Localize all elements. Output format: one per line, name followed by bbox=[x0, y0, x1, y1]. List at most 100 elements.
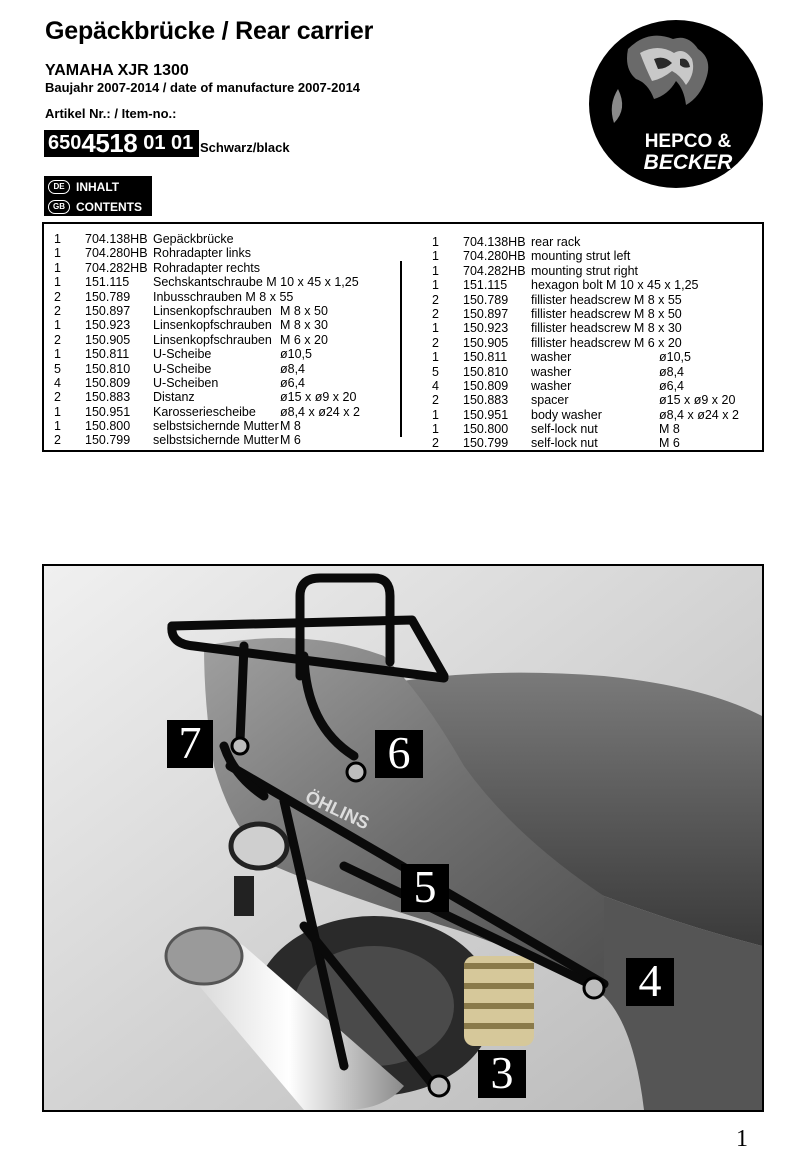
part-row: 5 150.810 washer ø8,4 bbox=[432, 365, 758, 379]
part-number: 150.905 bbox=[463, 335, 509, 350]
part-description: Rohradapter rechts bbox=[153, 260, 261, 275]
part-number: 150.951 bbox=[463, 407, 509, 422]
part-number: 704.282HB bbox=[85, 260, 148, 275]
column-divider bbox=[400, 261, 402, 437]
article-main: 4518 bbox=[81, 128, 138, 158]
part-qty: 2 bbox=[54, 303, 61, 318]
part-qty: 4 bbox=[54, 375, 61, 390]
part-qty: 1 bbox=[54, 318, 61, 333]
part-number: 150.799 bbox=[463, 436, 509, 451]
part-description: U-Scheibe bbox=[153, 361, 212, 376]
part-description: body washer bbox=[531, 407, 602, 422]
part-description: fillister headscrew M 8 x 55 bbox=[531, 292, 682, 307]
article-prefix: 650 bbox=[48, 132, 82, 154]
part-number: 150.897 bbox=[463, 306, 509, 321]
part-qty: 1 bbox=[54, 246, 61, 261]
part-description: hexagon bolt M 10 x 45 x 1,25 bbox=[531, 278, 699, 293]
part-number: 150.789 bbox=[463, 292, 509, 307]
part-size: M 8 bbox=[659, 422, 680, 437]
part-qty: 5 bbox=[54, 361, 61, 376]
part-qty: 5 bbox=[432, 364, 439, 379]
part-number: 704.280HB bbox=[85, 246, 148, 261]
motorcycle-rear-illustration: ÖHLINS bbox=[44, 566, 762, 1110]
part-size: ø8,4 bbox=[280, 361, 306, 376]
article-suffix: 01 01 bbox=[143, 132, 194, 154]
part-number: 150.951 bbox=[85, 404, 131, 419]
part-number: 150.800 bbox=[463, 422, 509, 437]
part-size: ø8,4 bbox=[659, 364, 685, 379]
article-number-label: Artikel Nr.: / Item-no.: bbox=[45, 106, 177, 121]
part-number: 150.923 bbox=[463, 321, 509, 336]
part-description: washer bbox=[531, 364, 572, 379]
part-size: M 8 bbox=[280, 419, 301, 434]
part-qty: 1 bbox=[432, 249, 439, 264]
callout-6: 6 bbox=[375, 730, 423, 778]
part-size: ø8,4 x ø24 x 2 bbox=[659, 407, 739, 422]
part-number: 704.280HB bbox=[463, 249, 526, 264]
part-qty: 1 bbox=[432, 350, 439, 365]
hepco-becker-logo: HEPCO & BECKER bbox=[589, 20, 763, 188]
contents-gb-label: CONTENTS bbox=[76, 200, 142, 214]
part-number: 150.810 bbox=[463, 364, 509, 379]
part-description: self-lock nut bbox=[531, 422, 598, 437]
part-number: 151.115 bbox=[85, 275, 130, 290]
part-description: Rohradapter links bbox=[153, 246, 251, 261]
part-qty: 1 bbox=[432, 235, 439, 249]
part-row: 1 704.280HB Rohradapter links bbox=[54, 246, 394, 260]
part-number: 150.809 bbox=[85, 375, 131, 390]
logo-line2: BECKER bbox=[644, 151, 734, 174]
part-size: M 8 x 50 bbox=[280, 303, 328, 318]
part-number: 150.811 bbox=[85, 347, 130, 362]
part-qty: 2 bbox=[54, 332, 61, 347]
part-description: Linsenkopfschrauben bbox=[153, 332, 272, 347]
part-size: ø15 x ø9 x 20 bbox=[659, 393, 736, 408]
part-size: M 6 bbox=[280, 433, 301, 448]
part-size: ø6,4 bbox=[280, 375, 306, 390]
part-description: Inbusschrauben M 8 x 55 bbox=[153, 289, 294, 304]
part-description: rear rack bbox=[531, 235, 581, 249]
part-number: 150.923 bbox=[85, 318, 131, 333]
part-size: ø8,4 x ø24 x 2 bbox=[280, 404, 360, 419]
callout-3: 3 bbox=[478, 1050, 526, 1098]
logo-line1: HEPCO & bbox=[645, 131, 732, 152]
part-qty: 2 bbox=[432, 393, 439, 408]
page-number: 1 bbox=[736, 1126, 748, 1152]
part-size: M 8 x 30 bbox=[280, 318, 328, 333]
part-size: ø15 x ø9 x 20 bbox=[280, 390, 357, 405]
callout-7: 7 bbox=[167, 720, 213, 768]
gb-flag-icon: GB bbox=[48, 200, 70, 214]
part-number: 704.282HB bbox=[463, 263, 526, 278]
part-qty: 2 bbox=[54, 433, 61, 448]
part-number: 150.883 bbox=[463, 393, 509, 408]
part-description: spacer bbox=[531, 393, 569, 408]
de-flag-icon: DE bbox=[48, 180, 70, 194]
part-description: Sechskantschraube M 10 x 45 x 1,25 bbox=[153, 275, 359, 290]
part-number: 150.897 bbox=[85, 303, 131, 318]
part-description: Gepäckbrücke bbox=[153, 232, 234, 246]
part-qty: 2 bbox=[54, 289, 61, 304]
part-description: mounting strut right bbox=[531, 263, 638, 278]
part-description: mounting strut left bbox=[531, 249, 631, 264]
manufacture-years: Baujahr 2007-2014 / date of manufacture … bbox=[45, 80, 361, 95]
